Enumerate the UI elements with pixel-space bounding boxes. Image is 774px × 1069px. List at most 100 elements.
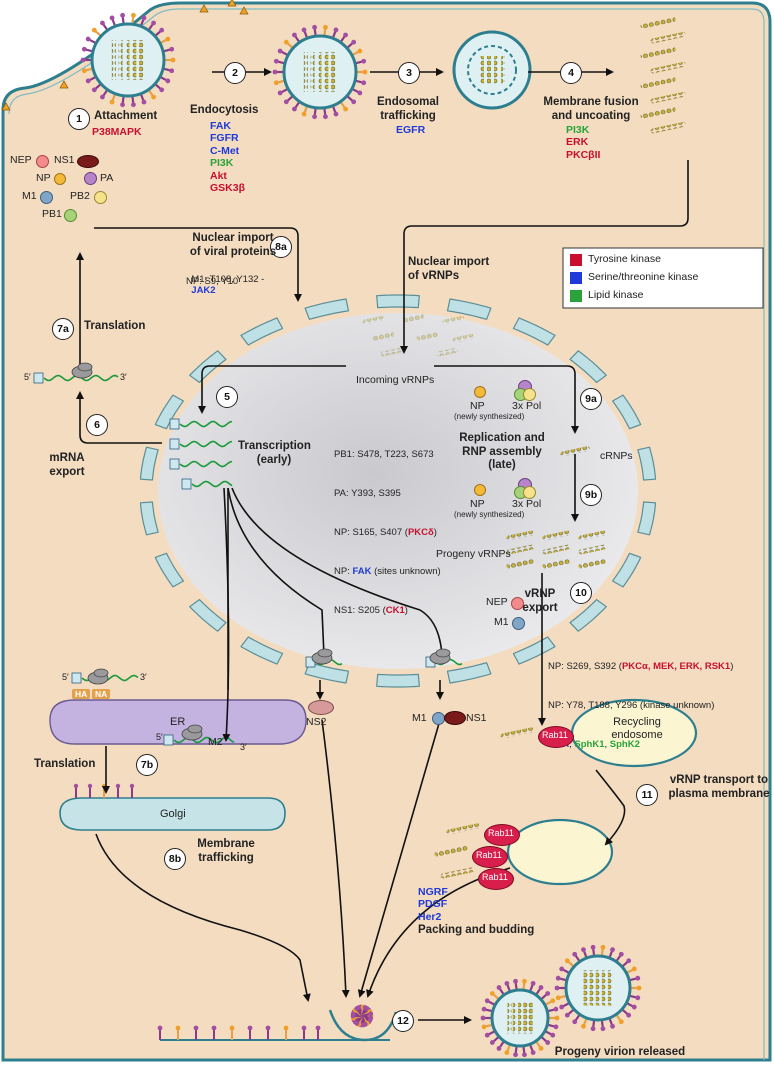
protein-m1-2-label: M1	[494, 616, 509, 628]
step-5: 5	[216, 386, 238, 408]
virion-rnp	[596, 970, 600, 1005]
virion-spike-head	[82, 68, 87, 73]
virion-spike-head	[368, 1011, 373, 1016]
kinase-endocytosis-1: FGFR	[210, 132, 245, 144]
phospho-exp1-text: NP: S269, S392 (	[548, 661, 622, 672]
virion-spike-head	[142, 100, 147, 105]
virion-spike-head	[637, 986, 642, 991]
virion-spike-head	[591, 1026, 596, 1031]
virion-rnp	[518, 1003, 522, 1034]
protein-ns1-3-dot	[444, 711, 466, 725]
mrna-cap	[170, 439, 179, 449]
phospho-np-import: NP: S9, Y10	[186, 276, 238, 287]
virion-rnp	[529, 1003, 533, 1034]
virion-spike-head	[485, 1033, 490, 1038]
phospho-ns1-text: NS1: S205 (	[334, 605, 386, 616]
label-replication: Replication and RNP assembly (late)	[452, 432, 552, 473]
virion-spike-head	[522, 1052, 527, 1057]
label-newly-synth-1: (newly synthesized)	[454, 412, 524, 421]
virion-spike-head	[481, 1016, 486, 1021]
protein-nep2-dot	[511, 597, 524, 610]
ribosome-subunit	[318, 649, 332, 657]
virion-rnp	[608, 970, 612, 1005]
virion-spike-head	[565, 958, 570, 963]
phospho-np2-text: NP:	[334, 566, 352, 577]
protein-m1-3-label: M1	[412, 712, 427, 724]
golgi-spike-head	[88, 784, 92, 788]
legend-swatch	[570, 272, 582, 284]
rna-3-prime-er: 3′	[140, 672, 147, 683]
mrna-cap	[170, 419, 179, 429]
phospho-np1-kinase: PKCδ	[408, 527, 434, 538]
virion-spike-head	[363, 70, 368, 75]
virion-rnp	[523, 1003, 527, 1034]
legend-swatch	[570, 254, 582, 266]
virion-fusing	[454, 32, 530, 108]
virion-spike-head	[635, 976, 640, 981]
phospho-np1-close: )	[434, 527, 437, 538]
protein-pa-label: PA	[100, 172, 113, 184]
kinase-endosomal: EGFR	[396, 124, 425, 136]
phospho-np2-kinase: FAK	[352, 566, 371, 577]
virion-spike-head	[273, 70, 278, 75]
label-transcription: Transcription (early)	[238, 440, 310, 467]
kinase-endocytosis-2: C-Met	[210, 145, 245, 157]
virion-spike-head	[555, 1016, 560, 1021]
virion-spike-head	[278, 49, 283, 54]
virion-spike-head	[274, 80, 279, 85]
legend-item: Lipid kinase	[570, 290, 760, 304]
virion-spike-head	[626, 1013, 631, 1018]
legend-swatch	[570, 290, 582, 302]
membrane-spike-head	[194, 1026, 199, 1031]
legend-label: Lipid kinase	[588, 289, 643, 301]
label-attachment: Attachment	[94, 110, 157, 124]
virion-spike-head	[351, 99, 356, 104]
virion-spike-head	[504, 1050, 509, 1055]
label-incoming-vrnps: Incoming vRNPs	[356, 374, 434, 386]
label-pol-a: 3x Pol	[512, 400, 541, 412]
step-4: 4	[560, 62, 582, 84]
kinase-attachment: P38MAPK	[92, 126, 142, 138]
virion-spike-head	[632, 967, 637, 972]
virion-spike-head	[110, 16, 115, 21]
membrane-spike-head	[248, 1026, 253, 1031]
step-10: 10	[570, 582, 592, 604]
mrna-cap	[72, 673, 81, 683]
phospho-exp1: NP: S269, S392 (PKCα, MEK, ERK, RSK1)	[548, 660, 733, 673]
protein-m1-label: M1	[22, 190, 37, 202]
step-7a: 7a	[52, 318, 74, 340]
virion-spike-head	[531, 1050, 536, 1055]
rna-5-prime-er: 5′	[62, 672, 69, 683]
label-membrane-fusion: Membrane fusion and uncoating	[536, 96, 646, 123]
np-dot-a	[474, 386, 486, 398]
virion-spike-head	[292, 107, 297, 112]
virion-spike-head	[351, 40, 356, 45]
phospho-np1: NP: S165, S407 (PKCδ)	[334, 526, 441, 539]
virion-spike-head	[302, 28, 307, 33]
virion-spike-head	[485, 998, 490, 1003]
np-dot-b	[474, 484, 486, 496]
virion-spike-head	[131, 13, 136, 18]
virion-spike-head	[513, 979, 518, 984]
label-translation-7b: Translation	[34, 758, 95, 772]
virion-spike-head	[626, 958, 631, 963]
protein-ns2-dot	[308, 700, 334, 715]
virion-rnp	[331, 52, 335, 92]
virion-spike-head	[171, 58, 176, 63]
virion-spike-head	[572, 1019, 577, 1024]
virion-spike-head	[591, 945, 596, 950]
step-7b: 7b	[136, 754, 158, 776]
phospho-ns1: NS1: S205 (CK1)	[334, 604, 441, 617]
legend-label: Tyrosine kinase	[588, 253, 661, 265]
virion-rnp	[590, 970, 594, 1005]
legend-label: Serine/threonine kinase	[588, 271, 698, 283]
protein-m1-2-dot	[512, 617, 525, 630]
phospho-np1-text: NP: S165, S407 (	[334, 527, 408, 538]
phospho-pa: PA: Y393, S395	[334, 487, 441, 500]
protein-np-dot	[54, 173, 66, 185]
virion-spike-head	[165, 37, 170, 42]
kinase-fusion-2: PKCβII	[566, 149, 600, 161]
step-11: 11	[636, 784, 658, 806]
